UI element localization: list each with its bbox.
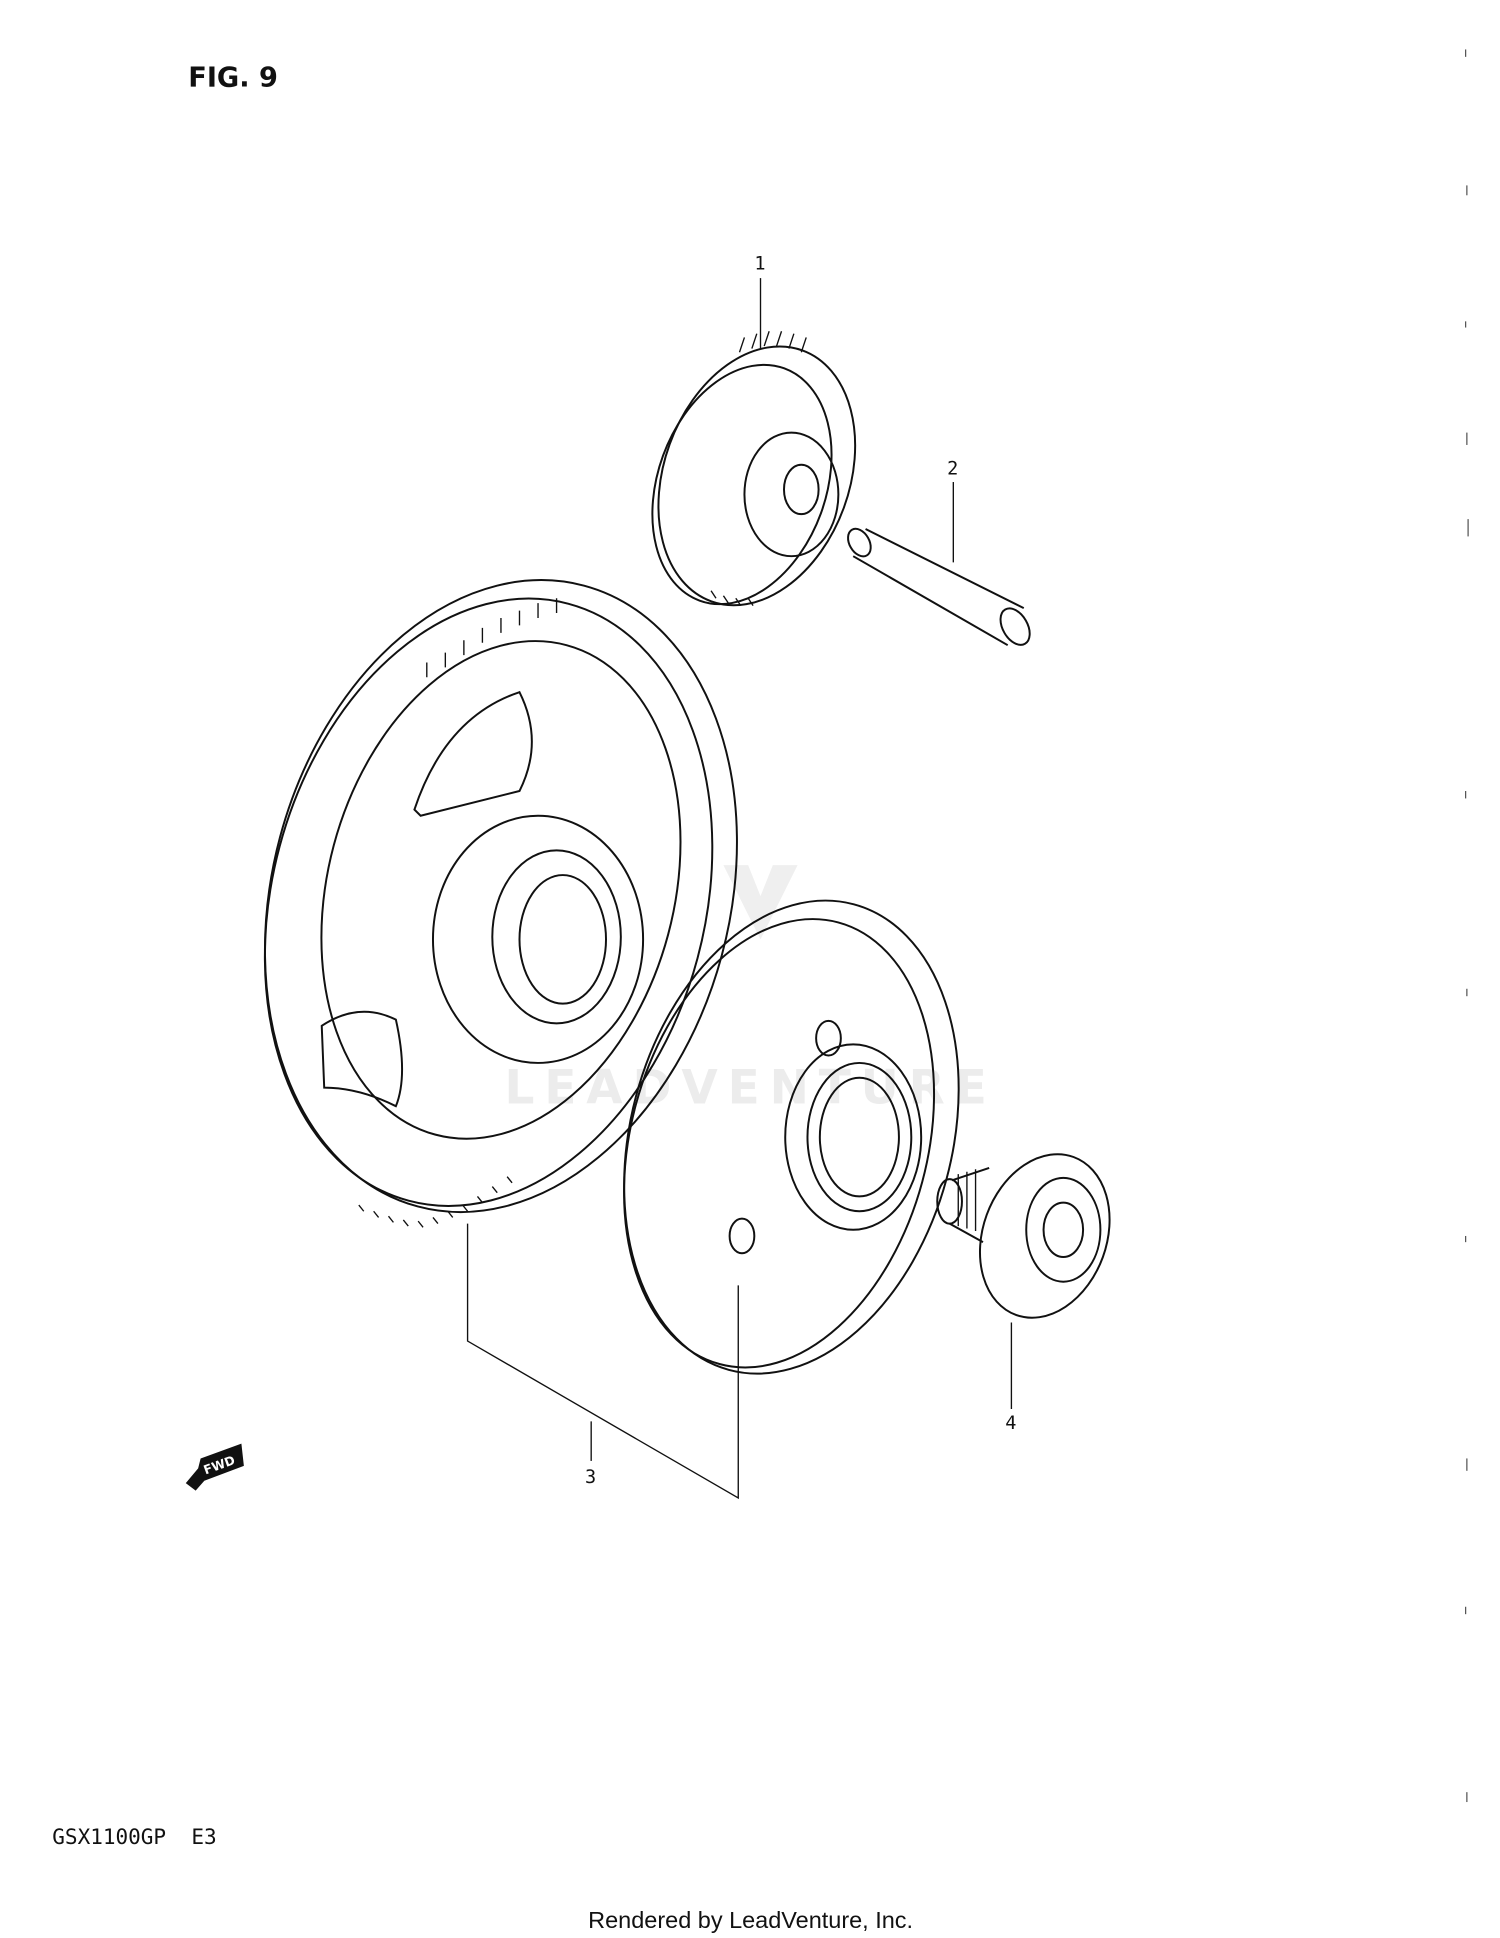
part-2-shaft[interactable] [843, 525, 1035, 650]
forward-direction-marker: FWD [185, 1443, 244, 1491]
part-number-3[interactable]: 3 [585, 1467, 596, 1488]
watermark-text: LEADVENTURE [505, 1061, 997, 1116]
figure-title: FIG. 9 [188, 63, 278, 94]
watermark-logo [723, 865, 798, 940]
model-code: GSX1100GP E3 [52, 1824, 216, 1849]
footer-credit: Rendered by LeadVenture, Inc. [588, 1907, 913, 1933]
part-number-2[interactable]: 2 [947, 459, 958, 480]
leader-line-3 [466, 1223, 739, 1500]
scan-edge-marks [1465, 49, 1469, 1803]
part-3-starter-driven-gear[interactable] [197, 526, 1009, 1411]
part-1-starter-idle-gear[interactable] [621, 319, 890, 633]
part-4-bolt[interactable] [936, 1136, 1131, 1336]
forward-arrow-icon [185, 1443, 244, 1491]
part-number-1[interactable]: 1 [754, 253, 765, 274]
part-number-4[interactable]: 4 [1005, 1413, 1016, 1434]
